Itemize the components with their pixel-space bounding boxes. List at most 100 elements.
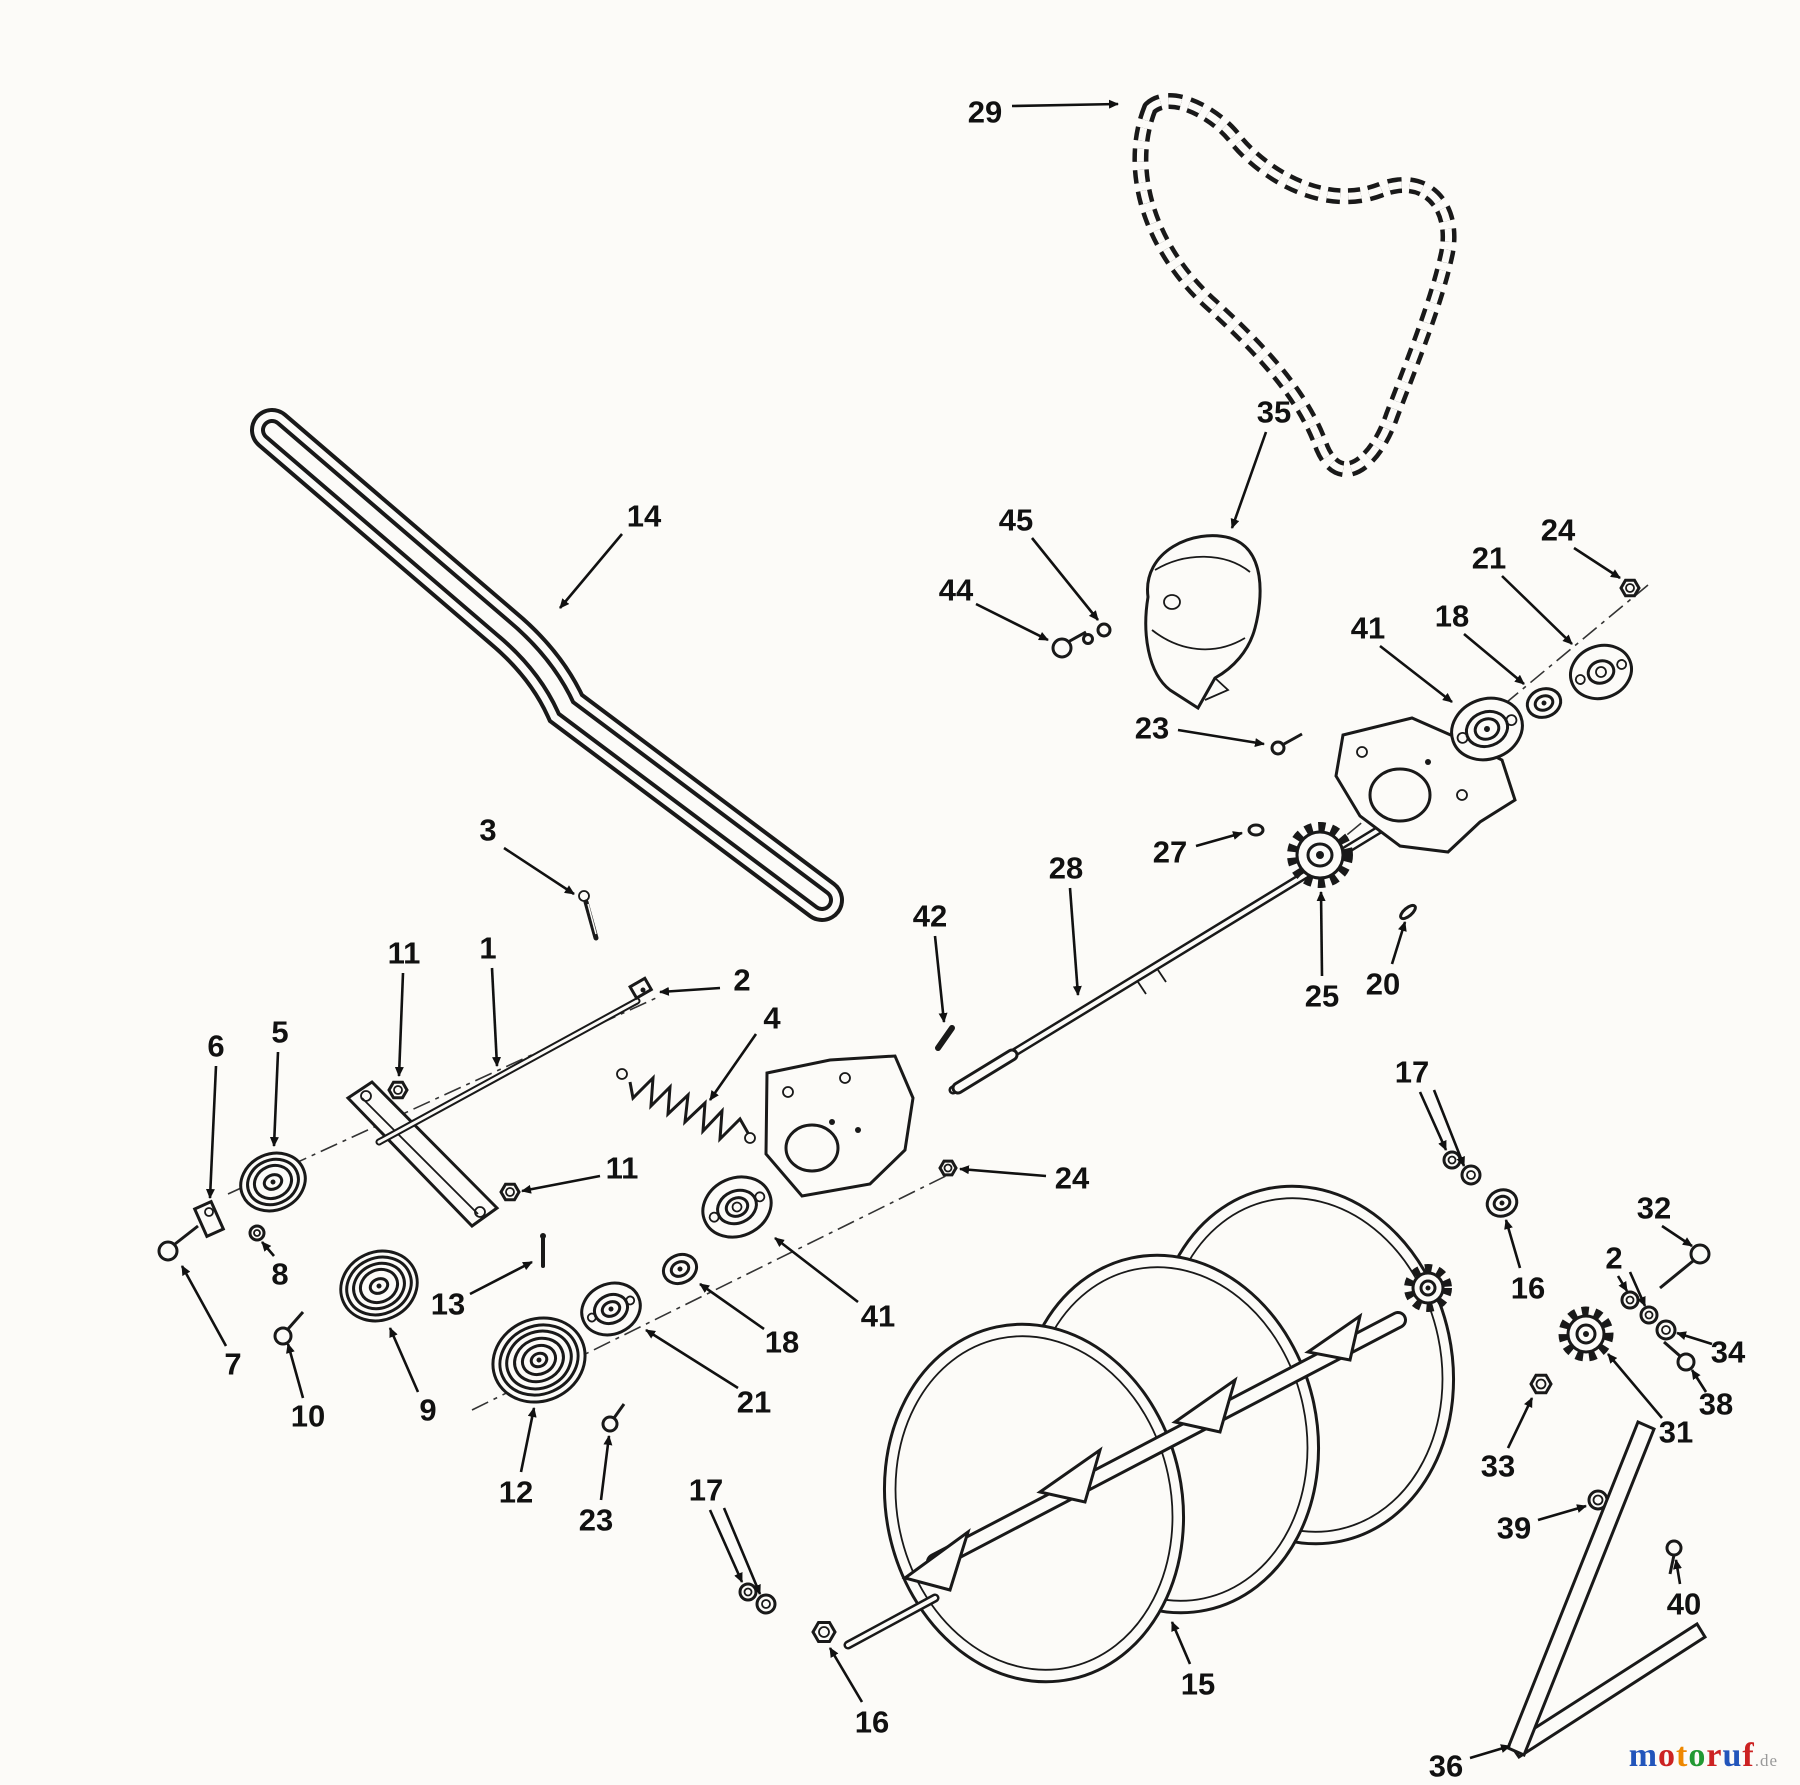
- callout-24-mid: 24: [959, 1161, 1090, 1196]
- callout-7: 7: [180, 1265, 242, 1382]
- callout-label-8: 8: [271, 1257, 288, 1292]
- callout-23-low: 23: [579, 1435, 613, 1538]
- cotter-pin-3: [578, 890, 599, 941]
- auger-vane: [1171, 1376, 1238, 1434]
- callout-31: 31: [1607, 1353, 1693, 1450]
- callout-arrow: [559, 533, 623, 609]
- callout-arrow: [1573, 546, 1621, 580]
- callout-arrow: [1537, 1504, 1587, 1522]
- bolt-38: [1663, 1340, 1696, 1372]
- callout-label-27: 27: [1153, 835, 1187, 870]
- roller-chain: [1132, 93, 1457, 478]
- callout-label-31: 31: [1659, 1415, 1693, 1450]
- callout-38: 38: [1690, 1369, 1733, 1422]
- callout-arrow: [1316, 891, 1326, 977]
- watermark-letter: m: [1628, 1737, 1659, 1774]
- callout-11-low: 11: [521, 1151, 638, 1194]
- callout-label-2-rod: 2: [733, 963, 750, 998]
- key-20: [1399, 903, 1417, 921]
- callout-16-left: 16: [828, 1647, 889, 1740]
- callout-39: 39: [1497, 1504, 1587, 1546]
- pulley-5: [239, 1151, 307, 1213]
- callout-arrow: [490, 967, 502, 1067]
- callout-arrow: [521, 1174, 601, 1194]
- callout-23-top: 23: [1135, 711, 1265, 747]
- callout-9: 9: [388, 1327, 437, 1428]
- callout-label-42: 42: [913, 899, 947, 934]
- callout-arrow: [205, 1065, 218, 1199]
- callout-20: 20: [1366, 921, 1407, 1002]
- callout-15: 15: [1170, 1621, 1215, 1702]
- callout-16-right: 16: [1504, 1219, 1545, 1306]
- callout-label-17-left: 17: [689, 1473, 723, 1508]
- callout-2-rod: 2: [659, 963, 751, 998]
- sprocket-25: [1287, 822, 1353, 888]
- spacer-8: [248, 1224, 266, 1242]
- trunnion-2: [628, 976, 654, 1001]
- callout-arrow: [1390, 921, 1407, 965]
- callout-arrow: [469, 1260, 533, 1296]
- washer-2-right-2: [1639, 1305, 1659, 1325]
- callout-18-mid: 18: [699, 1282, 799, 1360]
- callout-label-1: 1: [479, 931, 496, 966]
- callout-arrow: [269, 1051, 280, 1147]
- nut-11-upper: [387, 1080, 409, 1100]
- washer-17-left-1: [738, 1582, 758, 1602]
- callout-40: 40: [1667, 1559, 1701, 1622]
- chain-guard: [1144, 534, 1262, 711]
- bearing-18-mid: [661, 1252, 699, 1286]
- callout-arrow: [1170, 1621, 1192, 1665]
- callout-label-4: 4: [763, 1001, 781, 1036]
- callout-arrow: [774, 1236, 859, 1304]
- watermark-text: motoruf: [1629, 1737, 1755, 1774]
- callout-arrow: [1504, 1219, 1522, 1269]
- washer-34: [1655, 1319, 1677, 1341]
- auger: [843, 1184, 1456, 1684]
- callout-label-11-up: 11: [388, 936, 421, 971]
- callout-8: 8: [261, 1241, 289, 1292]
- bolt-40: [1665, 1539, 1683, 1575]
- callout-label-32: 32: [1637, 1191, 1671, 1226]
- washer-17-right-1: [1442, 1150, 1462, 1170]
- bolt-10: [273, 1311, 305, 1346]
- watermark-letter: o: [1658, 1737, 1677, 1774]
- shaft-pin: [935, 1025, 955, 1051]
- callout-arrow: [1418, 1091, 1448, 1151]
- watermark-logo: motoruf.de: [1629, 1737, 1778, 1775]
- callout-arrow: [1628, 1271, 1647, 1307]
- callout-label-7: 7: [224, 1347, 241, 1382]
- callout-arrow: [1607, 1353, 1663, 1419]
- callout-label-35: 35: [1257, 395, 1291, 430]
- callout-label-9: 9: [419, 1393, 436, 1428]
- callout-44: 44: [939, 573, 1049, 642]
- callout-label-18-mid: 18: [765, 1325, 799, 1360]
- callout-arrow: [286, 1343, 305, 1399]
- auger-end-sprocket: [1404, 1264, 1452, 1312]
- callout-arrow: [1690, 1369, 1708, 1393]
- callout-label-28: 28: [1049, 851, 1083, 886]
- callout-label-34: 34: [1711, 1335, 1746, 1370]
- callout-arrow: [1673, 1559, 1682, 1585]
- callout-label-25: 25: [1305, 979, 1339, 1014]
- callout-21-mid: 21: [645, 1328, 771, 1420]
- callout-arrow: [708, 1033, 758, 1101]
- guard-bolt: [1051, 630, 1087, 659]
- callout-arrow: [180, 1265, 228, 1347]
- watermark-letter: r: [1706, 1737, 1723, 1774]
- callout-arrow: [503, 846, 575, 896]
- watermark-letter: o: [1688, 1737, 1707, 1774]
- pulley-12: [491, 1316, 587, 1404]
- callout-label-10: 10: [291, 1399, 325, 1434]
- callout-arrow: [1616, 1275, 1629, 1292]
- callout-5: 5: [269, 1015, 289, 1147]
- drive-belt: [250, 408, 844, 922]
- flange-41-top: [1450, 696, 1524, 762]
- callout-arrow: [1230, 431, 1268, 529]
- callout-arrow: [1195, 831, 1243, 848]
- callout-25: 25: [1305, 891, 1339, 1014]
- callout-label-21-top: 21: [1472, 541, 1506, 576]
- callout-label-15: 15: [1181, 1667, 1215, 1702]
